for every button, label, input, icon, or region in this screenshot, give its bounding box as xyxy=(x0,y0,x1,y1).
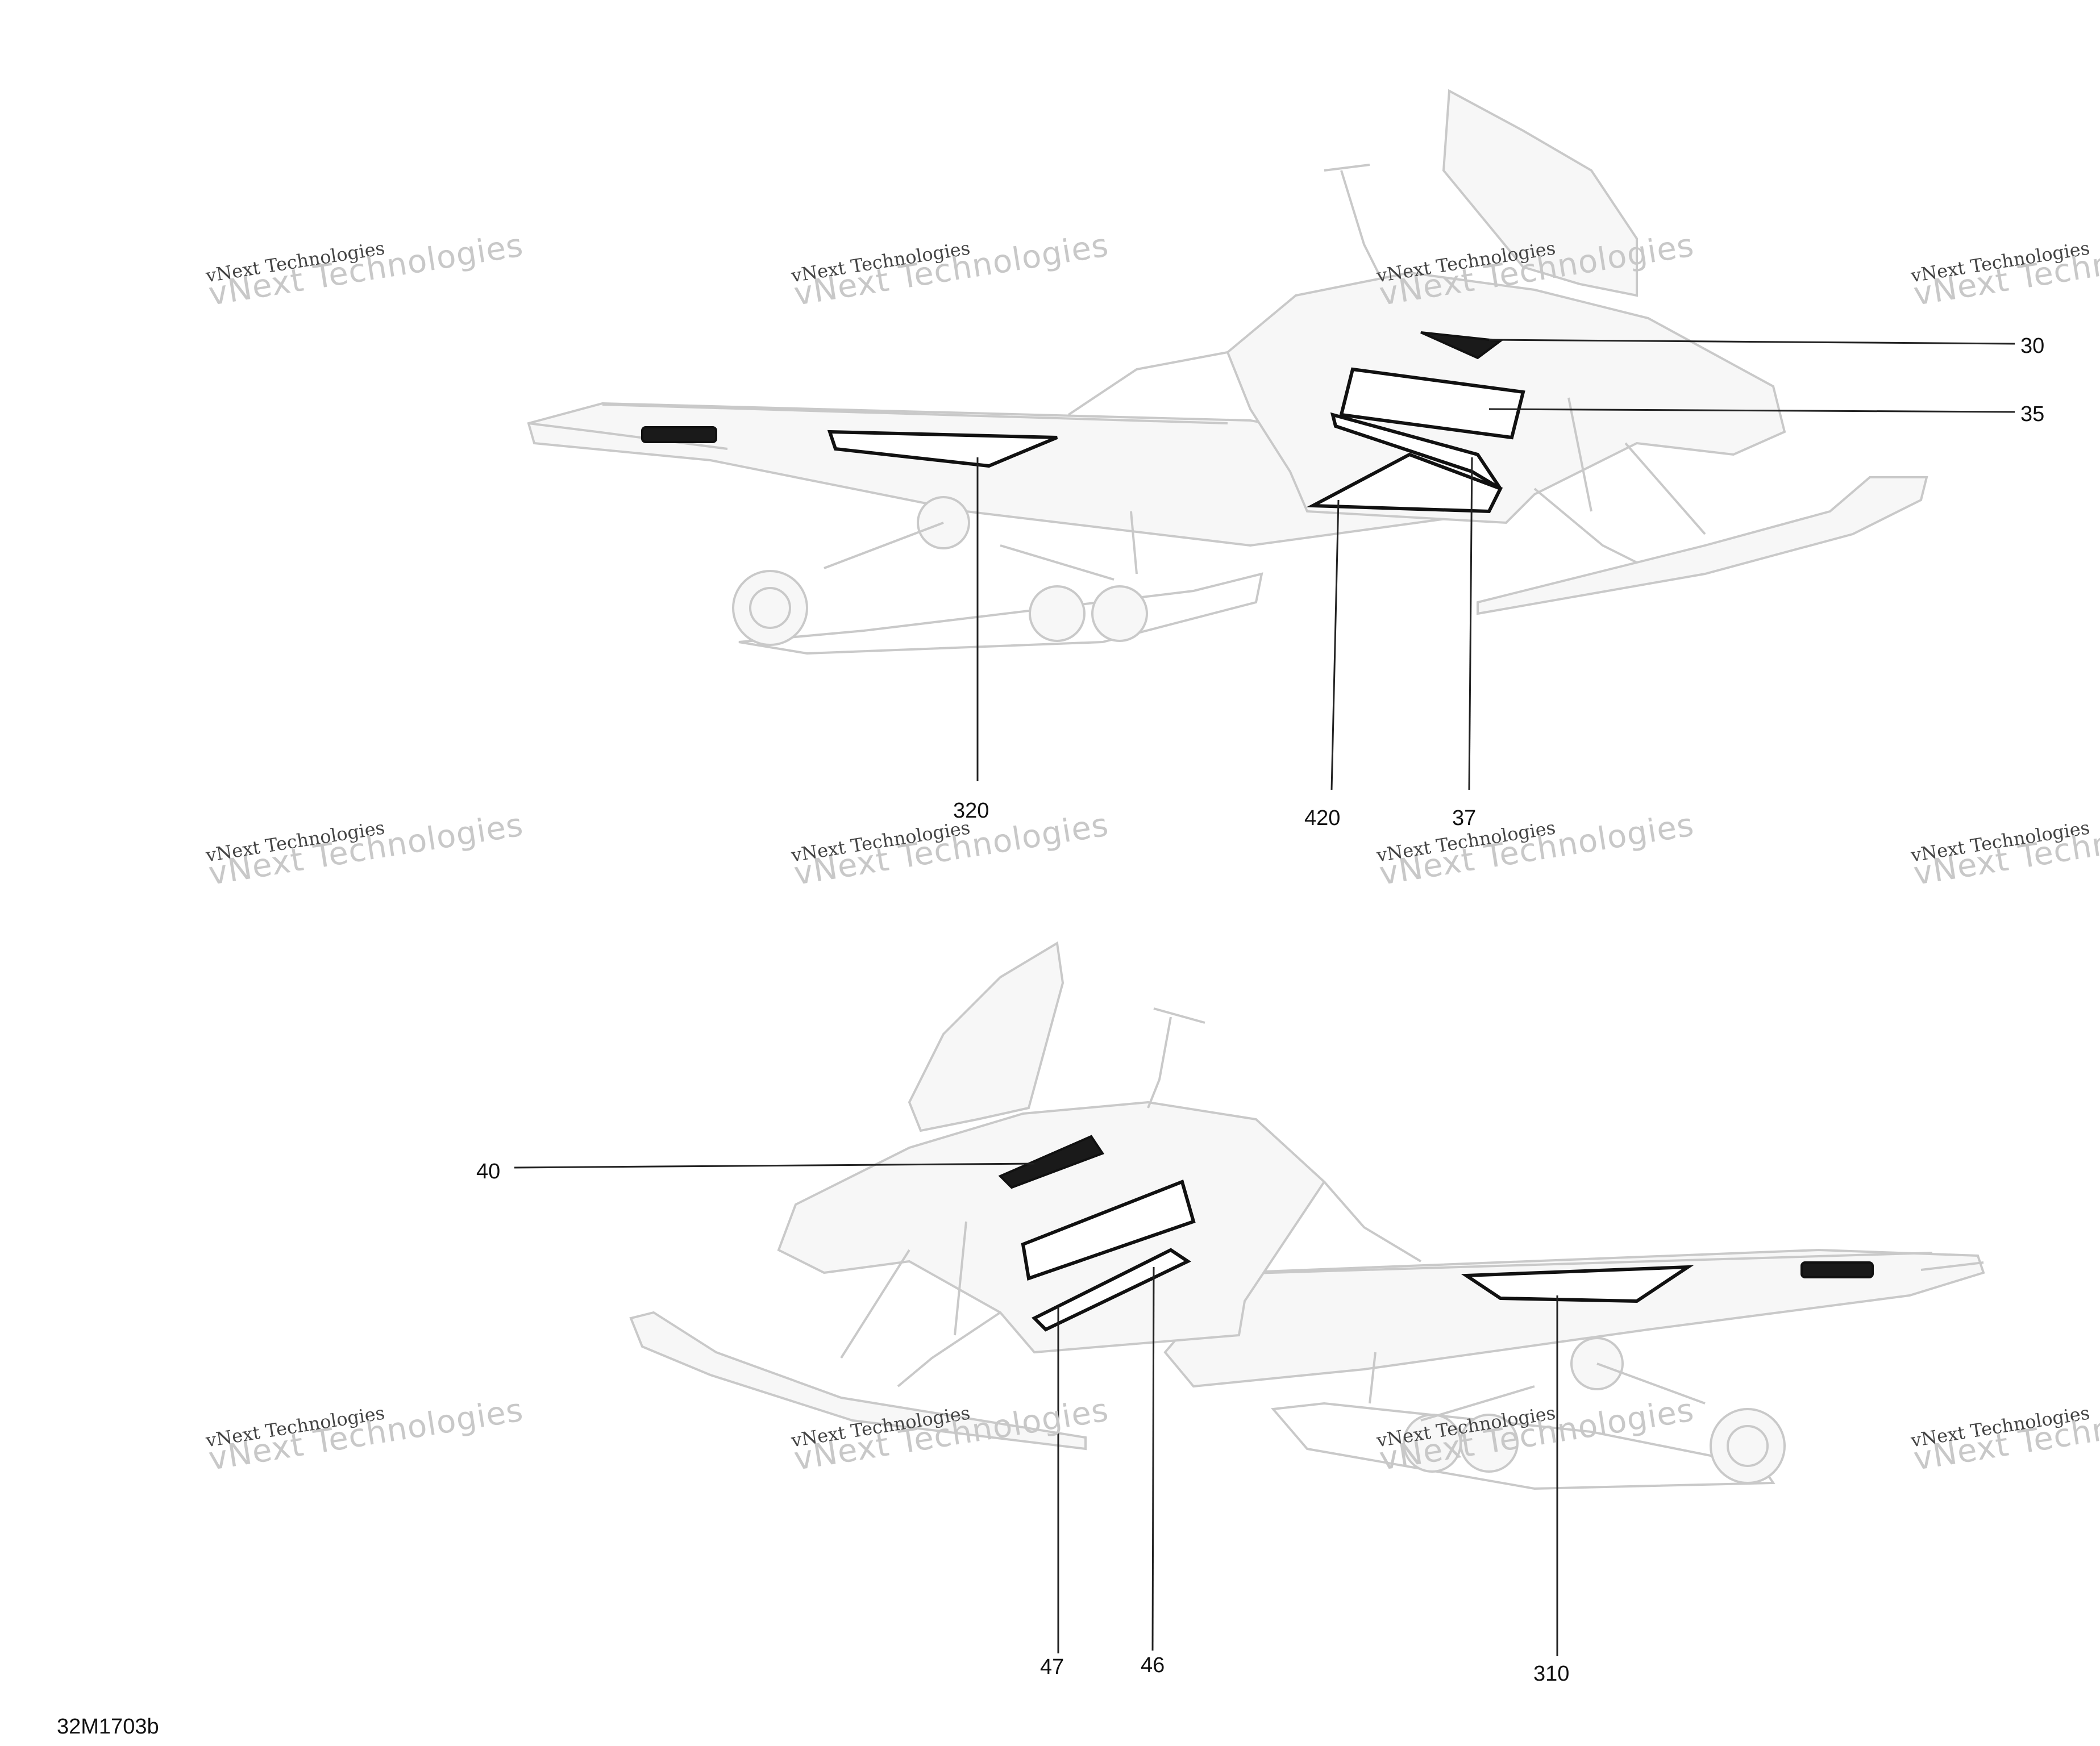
decal-rev-xp-lower xyxy=(1800,1261,1874,1278)
leader-40 xyxy=(514,1162,1035,1169)
callout-40: 40 xyxy=(476,1160,501,1184)
decal-310 xyxy=(1461,1265,1694,1303)
callout-310: 310 xyxy=(1533,1662,1570,1686)
lower-mid-wheel-2 xyxy=(1459,1414,1519,1473)
lower-rear-wheel xyxy=(1710,1408,1786,1484)
callout-320: 320 xyxy=(953,799,989,823)
decal-35-37 xyxy=(1330,412,1502,490)
lower-rear-wheel-hub xyxy=(1727,1425,1769,1467)
decal-320 xyxy=(827,430,1058,468)
figure-code: 32M1703b xyxy=(57,1715,159,1739)
upper-leader-lines xyxy=(976,339,2015,790)
leader-37 xyxy=(1468,457,1473,790)
lower-windshield xyxy=(908,941,1064,1132)
upper-mid-wheel-2 xyxy=(1091,585,1148,642)
upper-track xyxy=(738,572,1263,655)
decal-420 xyxy=(1306,452,1503,514)
leader-46 xyxy=(1151,1266,1155,1651)
callout-37: 37 xyxy=(1452,806,1477,830)
lower-tunnel-top-edge xyxy=(1233,1252,1933,1275)
upper-rear-wheel xyxy=(732,570,808,646)
upper-seat xyxy=(1067,351,1228,416)
lower-leader-lines xyxy=(514,1162,1558,1656)
upper-rear-wheel-hub xyxy=(749,587,791,629)
callout-420: 420 xyxy=(1304,806,1341,830)
lower-seat xyxy=(1323,1181,1422,1262)
callout-46: 46 xyxy=(1141,1653,1165,1677)
decal-rev-xp-upper xyxy=(641,426,717,443)
decal-40 xyxy=(998,1135,1105,1189)
upper-snowmobile xyxy=(527,89,1928,655)
upper-tunnel-top-edge xyxy=(602,403,1228,424)
upper-ski xyxy=(1477,476,1928,615)
lower-front-suspension xyxy=(840,1221,1001,1387)
lower-steering xyxy=(1147,1007,1205,1109)
callout-35: 35 xyxy=(2020,402,2045,426)
upper-steering xyxy=(1324,164,1382,279)
callout-47: 47 xyxy=(1040,1655,1064,1679)
upper-windshield xyxy=(1442,89,1638,297)
upper-rear-arm xyxy=(824,511,1138,581)
leader-30 xyxy=(1488,339,2015,345)
lower-rear-bumper xyxy=(1920,1261,1984,1271)
decal-30 xyxy=(1420,331,1504,360)
upper-front-suspension xyxy=(1533,397,1706,569)
lower-ski xyxy=(629,1311,1087,1451)
leader-35 xyxy=(1488,408,2015,413)
lower-rear-arm xyxy=(1369,1352,1706,1422)
callout-30: 30 xyxy=(2020,334,2045,358)
upper-mid-wheel-1 xyxy=(1029,585,1086,642)
decal-ski-doo-upper xyxy=(1339,367,1525,440)
decal-46-47 xyxy=(1031,1248,1192,1332)
decal-ski-doo-lower xyxy=(1021,1180,1196,1281)
lower-snowmobile xyxy=(629,941,1985,1490)
leader-420 xyxy=(1330,499,1340,790)
